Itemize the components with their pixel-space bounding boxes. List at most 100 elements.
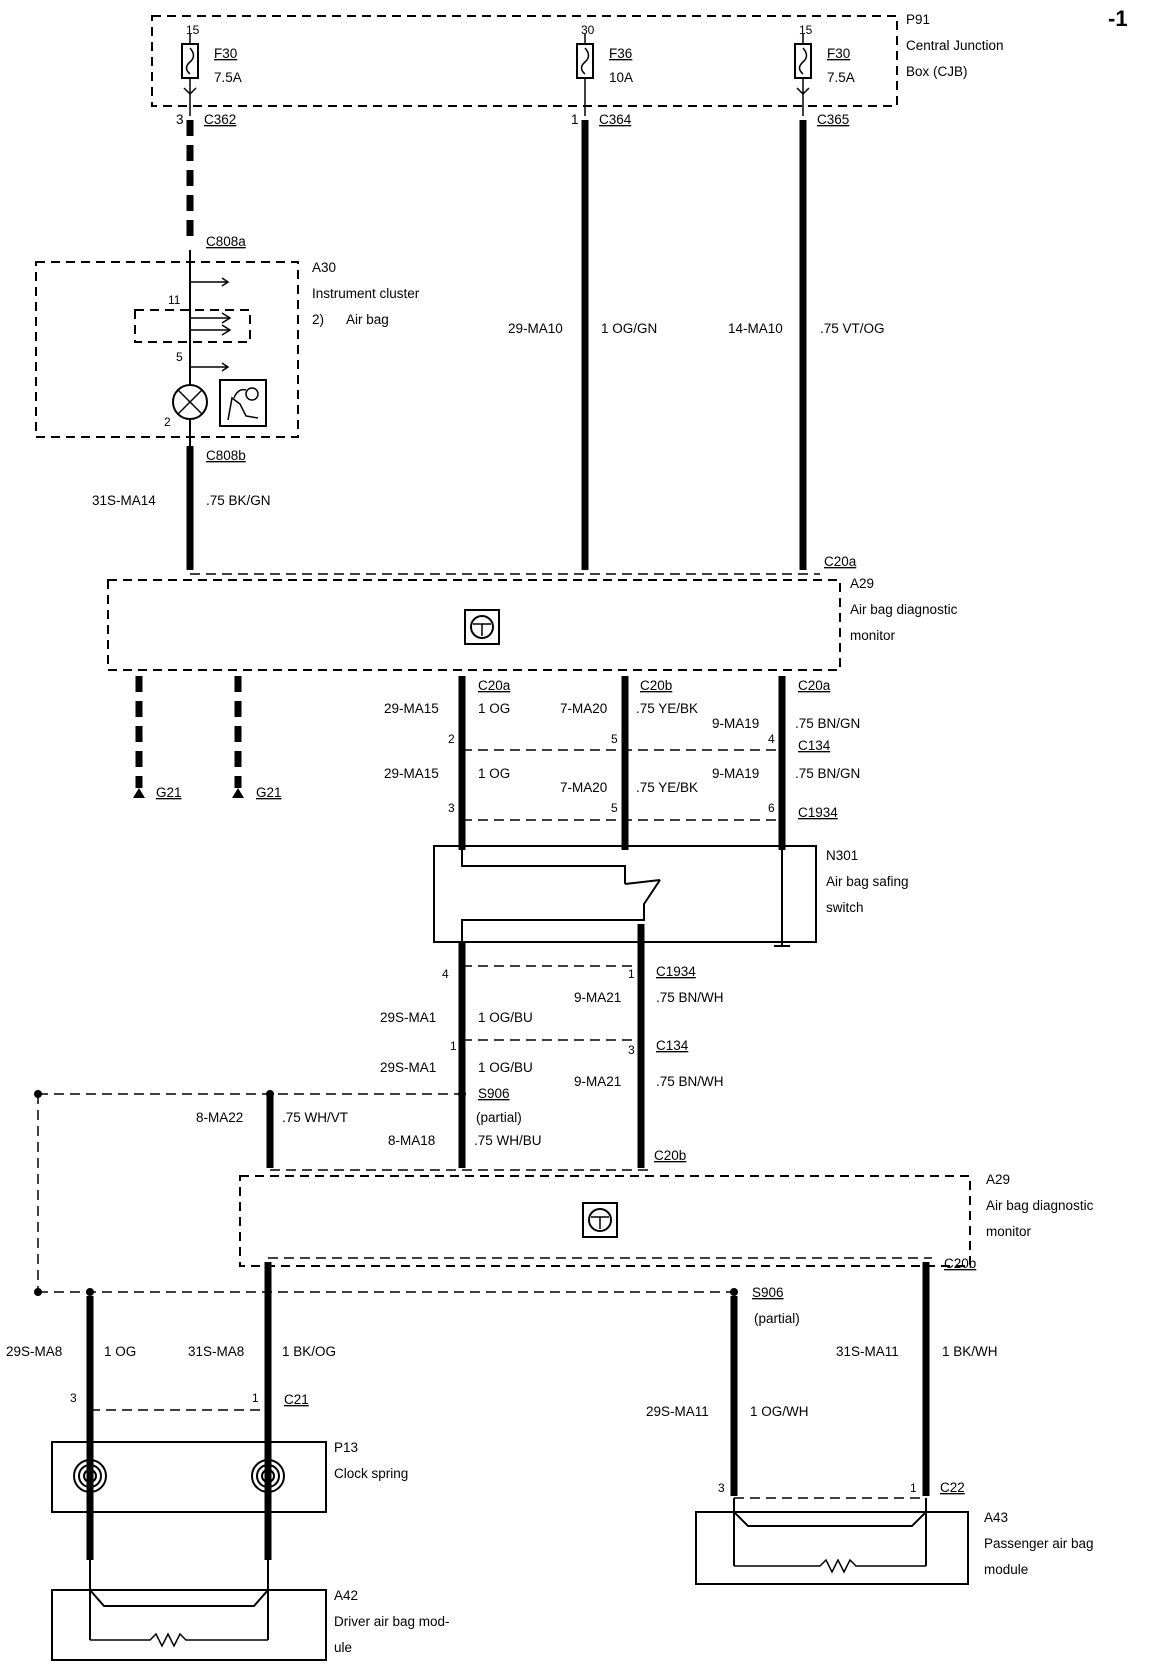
- wire-8-ma22-spec: .75 WH/VT: [282, 1110, 348, 1125]
- fuse-f30-left: [181, 34, 199, 116]
- connector-c134b: C134: [656, 1038, 689, 1053]
- c134-pin4: 4: [768, 732, 775, 746]
- monitor-top-id: A29: [850, 576, 874, 591]
- clock-spring-coil-left-icon: [73, 1459, 107, 1493]
- wire-29s-ma8-code: 29S-MA8: [6, 1344, 62, 1359]
- connector-c20b-mid-in: C20b: [654, 1148, 686, 1163]
- fuse3-id: F30: [827, 46, 850, 61]
- fuse3-pin: 15: [799, 23, 813, 37]
- wire-29-ma15-spec-b: 1 OG: [478, 766, 510, 781]
- safing-switch-box: [433, 845, 817, 943]
- c21-pin3: 3: [70, 1391, 77, 1405]
- fuse1-pin: 15: [186, 23, 200, 37]
- instrument-cluster-box: [35, 261, 299, 438]
- ground-1-icon: [133, 788, 145, 798]
- splice2-note: (partial): [754, 1311, 800, 1326]
- c1934-pin6: 6: [768, 801, 775, 815]
- wire-29-ma15-code-a: 29-MA15: [384, 701, 439, 716]
- wire-29-ma10-spec: 1 OG/GN: [601, 321, 657, 336]
- driver-module-id: A42: [334, 1588, 358, 1603]
- passenger-air-bag-module-box: [695, 1511, 969, 1585]
- cjb-name-line2: Box (CJB): [906, 64, 968, 79]
- wire-7-ma20-code-a: 7-MA20: [560, 701, 607, 716]
- ground-1-label: G21: [156, 785, 182, 800]
- monitor-mid-id: A29: [986, 1172, 1010, 1187]
- passenger-module-name2: module: [984, 1562, 1028, 1577]
- connector-c20a-in: C20a: [824, 554, 857, 569]
- passenger-module-resistor-icon: [734, 1558, 926, 1574]
- passenger-module-circuit: [733, 1498, 927, 1527]
- fuse2-id: F36: [609, 46, 632, 61]
- fuse-f30-right: [794, 34, 812, 116]
- wire-9-ma19-code-a: 9-MA19: [712, 716, 759, 731]
- passenger-module-id: A43: [984, 1510, 1008, 1525]
- connector-c1934: C1934: [798, 805, 838, 820]
- monitor-mid-name1: Air bag diagnostic: [986, 1198, 1094, 1213]
- wire-29-ma10-code: 29-MA10: [508, 321, 563, 336]
- c134-pin5: 5: [611, 732, 618, 746]
- safing-switch-contacts: [461, 850, 790, 947]
- wire-29s-ma1-code-b: 29S-MA1: [380, 1060, 436, 1075]
- cjb-box: [151, 15, 898, 107]
- connector-c21: C21: [284, 1392, 309, 1407]
- wire-9-ma19-spec-b: .75 BN/GN: [795, 766, 860, 781]
- monitor-mid-icon: [582, 1202, 618, 1238]
- switch-name1: Air bag safing: [826, 874, 909, 889]
- c21-pin1: 1: [252, 1391, 259, 1405]
- clock-spring-coil-right-icon: [251, 1459, 285, 1493]
- splice2-29s-ma8-node: [86, 1288, 94, 1296]
- wire-9-ma21-code-a: 9-MA21: [574, 990, 621, 1005]
- connector-c20b-out: C20b: [640, 678, 672, 693]
- wire-8-ma22-code: 8-MA22: [196, 1110, 243, 1125]
- clockspring-name: Clock spring: [334, 1466, 408, 1481]
- air-bag-diagnostic-monitor-mid: [239, 1175, 971, 1267]
- cluster-note: Air bag: [346, 312, 389, 327]
- wire-31s-ma8-spec: 1 BK/OG: [282, 1344, 336, 1359]
- fuse1-conn-pin: 3: [176, 112, 184, 127]
- switch-name2: switch: [826, 900, 864, 915]
- monitor-top-icon: [464, 609, 500, 645]
- cluster-name: Instrument cluster: [312, 286, 420, 301]
- wire-9-ma21-code-b: 9-MA21: [574, 1074, 621, 1089]
- connector-c20a-out2: C20a: [798, 678, 831, 693]
- wire-29s-ma1-spec-b: 1 OG/BU: [478, 1060, 533, 1075]
- c1934-pin3: 3: [448, 801, 455, 815]
- fuse2-pin: 30: [581, 23, 595, 37]
- fuse1-rating: 7.5A: [214, 70, 242, 85]
- splice2-s906-node: [730, 1288, 738, 1296]
- air-bag-diagnostic-monitor-top: [107, 579, 841, 671]
- page-marker: -1: [1108, 6, 1128, 31]
- wire-29s-ma1-spec-a: 1 OG/BU: [478, 1010, 533, 1025]
- wire-9-ma19-code-b: 9-MA19: [712, 766, 759, 781]
- connector-c808b: C808b: [206, 448, 246, 463]
- connector-c20b-mid-out: C20b: [944, 1256, 976, 1271]
- connector-c365: C365: [817, 112, 849, 127]
- wire-31s-ma11-code: 31S-MA11: [836, 1344, 899, 1359]
- switch-id: N301: [826, 848, 858, 863]
- connector-c22: C22: [940, 1480, 965, 1495]
- ground-2-icon: [232, 788, 244, 798]
- c1934-pin5: 5: [611, 801, 618, 815]
- cluster-pin-11: 11: [168, 293, 181, 307]
- cluster-internal-circuit: [134, 250, 251, 448]
- fuse2-conn-pin: 1: [571, 112, 579, 127]
- wire-29s-ma11-spec: 1 OG/WH: [750, 1404, 809, 1419]
- fuse2-rating: 10A: [609, 70, 633, 85]
- fuse3-rating: 7.5A: [827, 70, 855, 85]
- wire-31s-ma14-spec: .75 BK/GN: [206, 493, 271, 508]
- c22-pin1: 1: [910, 1481, 917, 1495]
- splice1-id: S906: [478, 1086, 510, 1101]
- wire-14-ma10-code: 14-MA10: [728, 321, 783, 336]
- wire-9-ma19-spec-a: .75 BN/GN: [795, 716, 860, 731]
- clock-spring-box: [51, 1441, 327, 1513]
- monitor-mid-name2: monitor: [986, 1224, 1032, 1239]
- wire-31s-ma8-code: 31S-MA8: [188, 1344, 244, 1359]
- splice-s906-node: [458, 1090, 466, 1098]
- connector-c1934b: C1934: [656, 964, 696, 979]
- monitor-top-name2: monitor: [850, 628, 896, 643]
- passenger-module-name1: Passenger air bag: [984, 1536, 1094, 1551]
- wire-29-ma15-code-b: 29-MA15: [384, 766, 439, 781]
- monitor-top-name1: Air bag diagnostic: [850, 602, 958, 617]
- driver-air-bag-module-box: [51, 1589, 327, 1661]
- cluster-note-num: 2): [312, 312, 324, 327]
